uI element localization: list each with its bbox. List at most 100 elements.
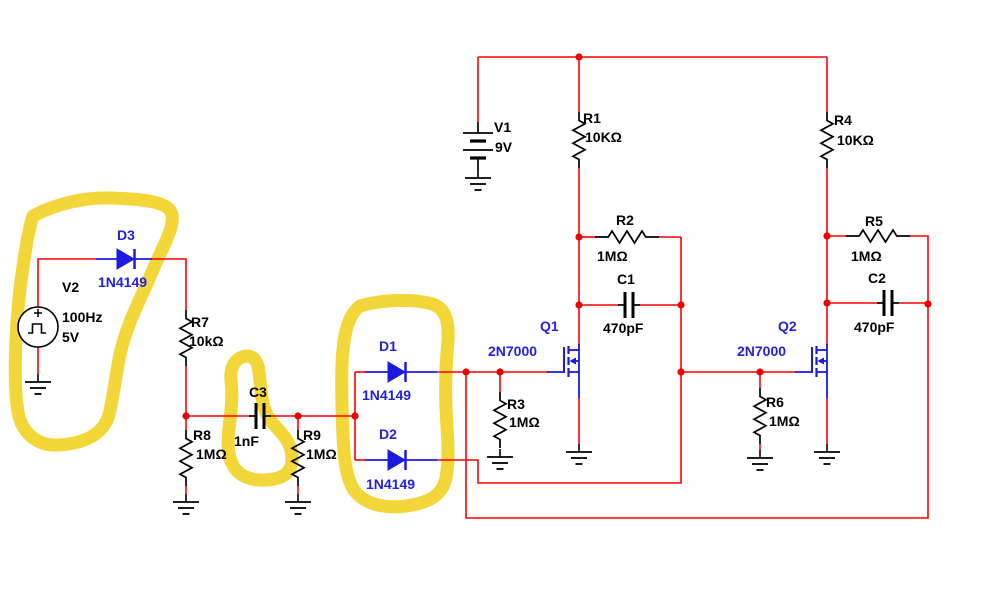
label-Q2-ref: Q2 xyxy=(778,318,797,334)
ground-symbol-GND-R3[interactable] xyxy=(487,449,513,470)
resistor-body xyxy=(595,229,659,245)
highlight-C3-annotation xyxy=(221,349,299,487)
label-V2-amp: 5V xyxy=(62,329,80,345)
r5-component[interactable] xyxy=(846,228,910,244)
r7-component[interactable] xyxy=(178,310,194,366)
junction-dot xyxy=(294,412,302,420)
resistor-body xyxy=(846,228,910,244)
diode-triangle xyxy=(387,449,406,471)
junction-dot xyxy=(496,368,504,376)
label-V1-ref: V1 xyxy=(494,119,511,135)
r8-component[interactable] xyxy=(178,430,194,486)
label-D3-val: 1N4149 xyxy=(98,274,147,290)
d3-component[interactable] xyxy=(96,248,152,270)
c2-component[interactable] xyxy=(877,290,899,316)
junction-dot xyxy=(462,368,470,376)
label-D1-val: 1N4149 xyxy=(362,387,411,403)
v2-component[interactable] xyxy=(17,306,59,348)
r1-component[interactable] xyxy=(571,112,587,168)
label-R7-ref: R7 xyxy=(191,314,209,330)
resistor-body xyxy=(752,388,768,444)
v1-component[interactable] xyxy=(463,122,493,170)
c3-component[interactable] xyxy=(249,403,271,429)
junction-dot xyxy=(575,53,583,61)
r6-component[interactable] xyxy=(752,388,768,444)
label-Q1-val: 2N7000 xyxy=(488,343,537,359)
label-D2-ref: D2 xyxy=(379,426,397,442)
ground-symbol-GND-R8[interactable] xyxy=(173,494,199,515)
label-R4-val: 10KΩ xyxy=(837,132,874,148)
junction-dot xyxy=(924,300,932,308)
ground-symbol-GND-R9[interactable] xyxy=(285,494,311,515)
label-C1-ref: C1 xyxy=(617,271,635,287)
resistor-body xyxy=(492,392,508,448)
label-R3-ref: R3 xyxy=(507,396,525,412)
label-R5-ref: R5 xyxy=(865,213,883,229)
source-circle xyxy=(17,306,59,348)
label-R8-val: 1MΩ xyxy=(196,446,227,462)
junction-dot xyxy=(823,299,831,307)
label-R4-ref: R4 xyxy=(834,112,852,128)
label-R6-val: 1MΩ xyxy=(769,413,800,429)
resistor-body xyxy=(571,112,587,168)
resistor-body xyxy=(290,430,306,486)
wire[interactable] xyxy=(437,372,682,484)
junction-dot xyxy=(351,412,359,420)
highlight-input-source-annotation xyxy=(8,191,179,452)
label-R2-ref: R2 xyxy=(616,212,634,228)
highlight-D1-D2-annotation xyxy=(335,293,455,514)
c1-component[interactable] xyxy=(618,292,640,318)
d2-component[interactable] xyxy=(365,449,437,471)
junction-dot xyxy=(756,368,764,376)
r3-component[interactable] xyxy=(492,392,508,448)
label-R9-val: 1MΩ xyxy=(306,446,337,462)
ground-symbol-GND-V2[interactable] xyxy=(25,374,51,395)
body-arrow xyxy=(569,357,576,365)
q1-component[interactable] xyxy=(547,344,580,398)
label-C2-val: 470pF xyxy=(854,319,895,335)
junction-dot xyxy=(677,368,685,376)
ground-symbol-GND-Q2[interactable] xyxy=(814,444,840,465)
wire[interactable] xyxy=(152,258,187,310)
label-V2-ref: V2 xyxy=(62,279,79,295)
ground-symbol-GND-Q1[interactable] xyxy=(566,444,592,465)
label-V2-freq: 100Hz xyxy=(62,309,102,325)
label-R3-val: 1MΩ xyxy=(509,414,540,430)
junction-dot xyxy=(677,301,685,309)
label-D3-ref: D3 xyxy=(117,227,135,243)
wire[interactable] xyxy=(465,304,929,519)
label-R6-ref: R6 xyxy=(766,394,784,410)
junction-dot xyxy=(575,233,583,241)
junction-dot xyxy=(823,232,831,240)
wire[interactable] xyxy=(910,235,929,303)
label-Q1-ref: Q1 xyxy=(540,318,559,334)
label-R5-val: 1MΩ xyxy=(851,248,882,264)
r4-component[interactable] xyxy=(819,112,835,168)
wire[interactable] xyxy=(37,258,96,307)
label-D2-val: 1N4149 xyxy=(366,476,415,492)
ground-symbol-GND-R6[interactable] xyxy=(747,450,773,471)
label-R8-ref: R8 xyxy=(193,427,211,443)
pulse-waveform-glyph xyxy=(28,323,46,334)
junction-dot xyxy=(182,412,190,420)
label-R9-ref: R9 xyxy=(303,427,321,443)
ground-symbol-GND-V1[interactable] xyxy=(465,170,491,191)
q2-component[interactable] xyxy=(795,344,828,398)
diode-triangle xyxy=(387,361,406,383)
label-R1-ref: R1 xyxy=(583,110,601,126)
resistor-body xyxy=(819,112,835,168)
label-D1-ref: D1 xyxy=(379,338,397,354)
body-arrow xyxy=(817,357,824,365)
r9-component[interactable] xyxy=(290,430,306,486)
label-R7-val: 10kΩ xyxy=(189,333,224,349)
label-C3-ref: C3 xyxy=(249,384,267,400)
label-R1-val: 10KΩ xyxy=(585,129,622,145)
resistor-body xyxy=(178,430,194,486)
junction-dot xyxy=(575,301,583,309)
label-V1-val: 9V xyxy=(495,139,513,155)
d1-component[interactable] xyxy=(365,361,437,383)
r2-component[interactable] xyxy=(595,229,659,245)
